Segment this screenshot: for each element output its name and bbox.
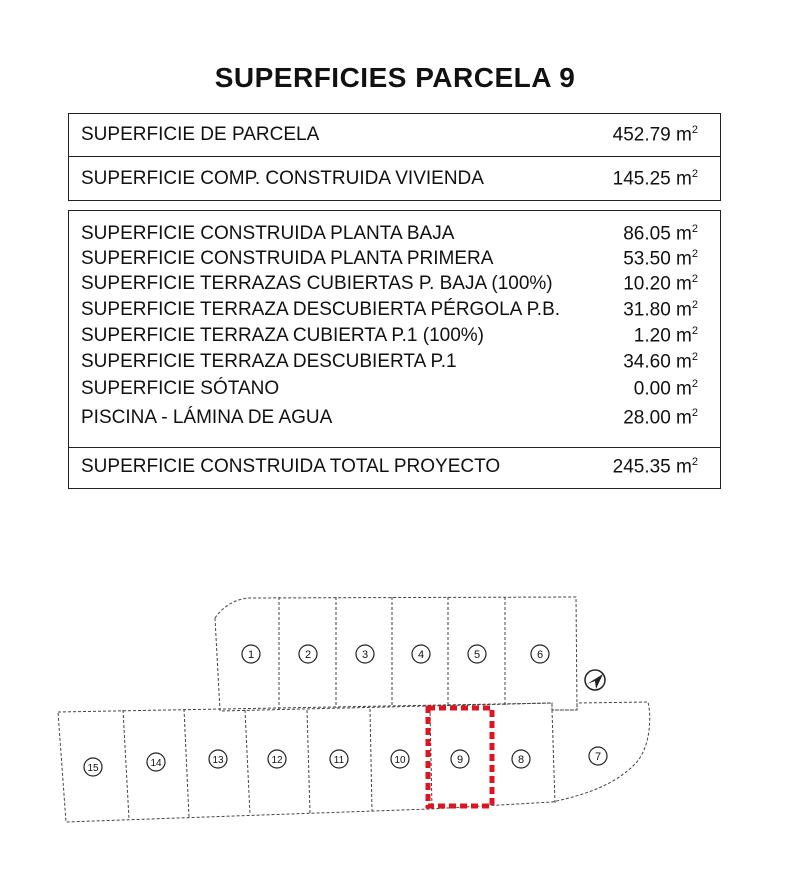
detail-row: SUPERFICIE CONSTRUIDA PLANTA PRIMERA 53.… xyxy=(81,248,698,270)
plot-label-11: 11 xyxy=(334,755,345,766)
row-value: 34.60 m2 xyxy=(623,351,698,373)
upper-block-outline xyxy=(214,596,578,712)
detail-row: SUPERFICIE TERRAZA CUBIERTA P.1 (100%) 1… xyxy=(81,325,698,347)
row-value: 1.20 m2 xyxy=(633,325,698,347)
plot-marker-7 xyxy=(588,746,608,766)
plot-label-13: 13 xyxy=(212,755,224,766)
summary-row: SUPERFICIE DE PARCELA 452.79 m2 xyxy=(81,124,698,146)
row-label: SUPERFICIE CONSTRUIDA TOTAL PROYECTO xyxy=(81,456,501,477)
plot-label-9: 9 xyxy=(457,754,463,766)
divider xyxy=(69,447,720,448)
plot-marker-4 xyxy=(411,644,431,664)
plot-label-15: 15 xyxy=(87,763,99,774)
plot-marker-11 xyxy=(329,749,349,769)
row-label: SUPERFICIE TERRAZA DESCUBIERTA P.1 xyxy=(81,351,457,372)
plot-label-3: 3 xyxy=(362,649,368,661)
plot-label-14: 14 xyxy=(150,758,162,769)
plot-marker-3 xyxy=(355,644,375,664)
plot-label-2: 2 xyxy=(305,649,311,661)
plot-label-4: 4 xyxy=(418,649,424,661)
row-label: SUPERFICIE DE PARCELA xyxy=(81,124,320,145)
row-value: 0.00 m2 xyxy=(633,378,698,400)
row-value: 145.25 m2 xyxy=(612,168,698,190)
north-arrow-icon xyxy=(584,669,606,691)
row-label: SUPERFICIE COMP. CONSTRUIDA VIVIENDA xyxy=(81,168,484,189)
lower-block-outline xyxy=(57,701,651,823)
plot-marker-1 xyxy=(241,644,261,664)
detail-row: SUPERFICIE TERRAZAS CUBIERTAS P. BAJA (1… xyxy=(81,273,698,295)
row-label: SUPERFICIE CONSTRUIDA PLANTA PRIMERA xyxy=(81,248,494,269)
plot-marker-15 xyxy=(83,757,103,777)
plot-label-8: 8 xyxy=(518,754,524,766)
row-value: 28.00 m2 xyxy=(623,407,698,429)
detail-row: SUPERFICIE CONSTRUIDA PLANTA BAJA 86.05 … xyxy=(81,223,698,245)
plot-marker-6 xyxy=(530,644,550,664)
detail-row: SUPERFICIE TERRAZA DESCUBIERTA P.1 34.60… xyxy=(81,351,698,373)
detail-row: SUPERFICIE TERRAZA DESCUBIERTA PÉRGOLA P… xyxy=(81,299,698,321)
detail-row: PISCINA - LÁMINA DE AGUA 28.00 m2 xyxy=(81,407,698,429)
row-value: 10.20 m2 xyxy=(623,273,698,295)
plot-marker-5 xyxy=(467,644,487,664)
plot-label-1: 1 xyxy=(248,649,254,661)
plot-marker-10 xyxy=(390,749,410,769)
plot-marker-9 xyxy=(450,749,470,769)
plot-marker-8 xyxy=(511,749,531,769)
row-value: 245.35 m2 xyxy=(612,456,698,478)
plot-label-10: 10 xyxy=(394,755,406,766)
row-label: SUPERFICIE TERRAZA CUBIERTA P.1 (100%) xyxy=(81,325,484,346)
summary-row: SUPERFICIE COMP. CONSTRUIDA VIVIENDA 145… xyxy=(81,168,698,190)
site-plan: 1 2 3 4 5 6 15 14 13 12 11 10 9 8 7 xyxy=(57,596,651,823)
plot-label-5: 5 xyxy=(474,649,480,661)
plot-marker-13 xyxy=(208,749,228,769)
built-area-box: SUPERFICIE COMP. CONSTRUIDA VIVIENDA 145… xyxy=(68,156,721,201)
row-value: 452.79 m2 xyxy=(612,124,698,146)
row-value: 31.80 m2 xyxy=(623,299,698,321)
plot-marker-12 xyxy=(267,749,287,769)
row-value: 53.50 m2 xyxy=(623,248,698,270)
row-value: 86.05 m2 xyxy=(623,223,698,245)
plot-marker-2 xyxy=(298,644,318,664)
plot-marker-14 xyxy=(146,752,166,772)
parcel-area-box: SUPERFICIE DE PARCELA 452.79 m2 xyxy=(68,113,721,157)
row-label: SUPERFICIE SÓTANO xyxy=(81,378,280,399)
plot-label-12: 12 xyxy=(271,755,283,766)
plot-label-7: 7 xyxy=(595,751,601,763)
row-label: SUPERFICIE CONSTRUIDA PLANTA BAJA xyxy=(81,223,455,244)
detail-box: SUPERFICIE CONSTRUIDA PLANTA BAJA 86.05 … xyxy=(68,210,721,489)
detail-row: SUPERFICIE SÓTANO 0.00 m2 xyxy=(81,378,698,400)
page-title: SUPERFICIES PARCELA 9 xyxy=(214,62,576,93)
highlighted-plot-9[interactable] xyxy=(425,705,495,809)
row-label: PISCINA - LÁMINA DE AGUA xyxy=(81,407,333,428)
plot-label-6: 6 xyxy=(537,649,543,661)
row-label: SUPERFICIE TERRAZAS CUBIERTAS P. BAJA (1… xyxy=(81,273,553,294)
total-row: SUPERFICIE CONSTRUIDA TOTAL PROYECTO 245… xyxy=(81,456,698,478)
row-label: SUPERFICIE TERRAZA DESCUBIERTA PÉRGOLA P… xyxy=(81,299,561,320)
